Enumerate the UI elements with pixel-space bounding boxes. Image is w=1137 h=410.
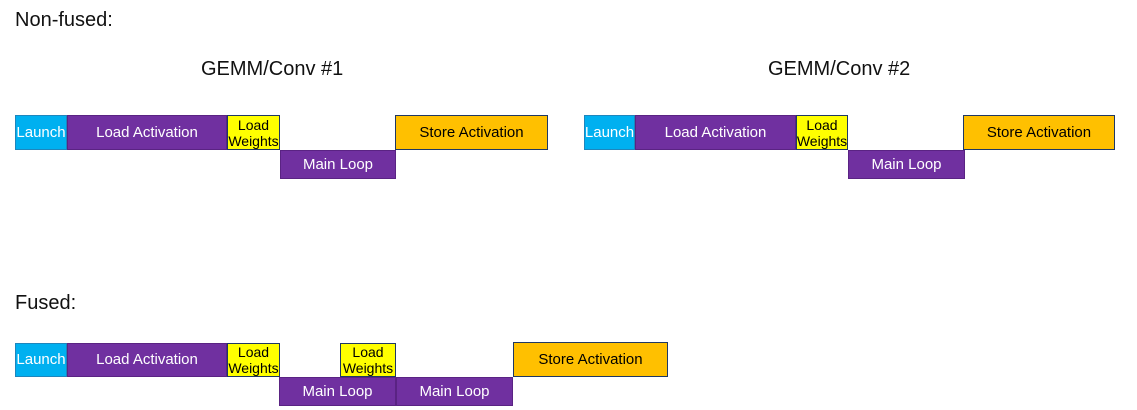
fused-load-weights-2-box: Load Weights xyxy=(340,343,396,377)
nonfused1-store-activation-box: Store Activation xyxy=(395,115,548,150)
nonfused2-store-activation-box: Store Activation xyxy=(963,115,1115,150)
nonfused1-load-weights-box: Load Weights xyxy=(227,115,280,150)
section-label-non-fused: Non-fused: xyxy=(15,9,113,31)
fused-main-loop-1-box: Main Loop xyxy=(279,377,396,406)
fused-load-weights-1-box: Load Weights xyxy=(227,343,280,377)
nonfused1-load-activation-box: Load Activation xyxy=(67,115,227,150)
nonfused2-launch-box: Launch xyxy=(584,115,635,150)
fused-store-activation-box: Store Activation xyxy=(513,342,668,377)
fused-main-loop-2-box: Main Loop xyxy=(396,377,513,406)
section-label-fused: Fused: xyxy=(15,292,77,314)
fused-load-activation-box: Load Activation xyxy=(67,343,227,377)
nonfused1-launch-box: Launch xyxy=(15,115,67,150)
nonfused1-main-loop-box: Main Loop xyxy=(280,150,396,179)
nonfused2-main-loop-box: Main Loop xyxy=(848,150,965,179)
group-title-gemm-conv-2: GEMM/Conv #2 xyxy=(768,58,911,80)
group-title-gemm-conv-1: GEMM/Conv #1 xyxy=(201,58,344,80)
nonfused2-load-activation-box: Load Activation xyxy=(635,115,796,150)
nonfused2-load-weights-box: Load Weights xyxy=(796,115,848,150)
fused-launch-box: Launch xyxy=(15,343,67,377)
